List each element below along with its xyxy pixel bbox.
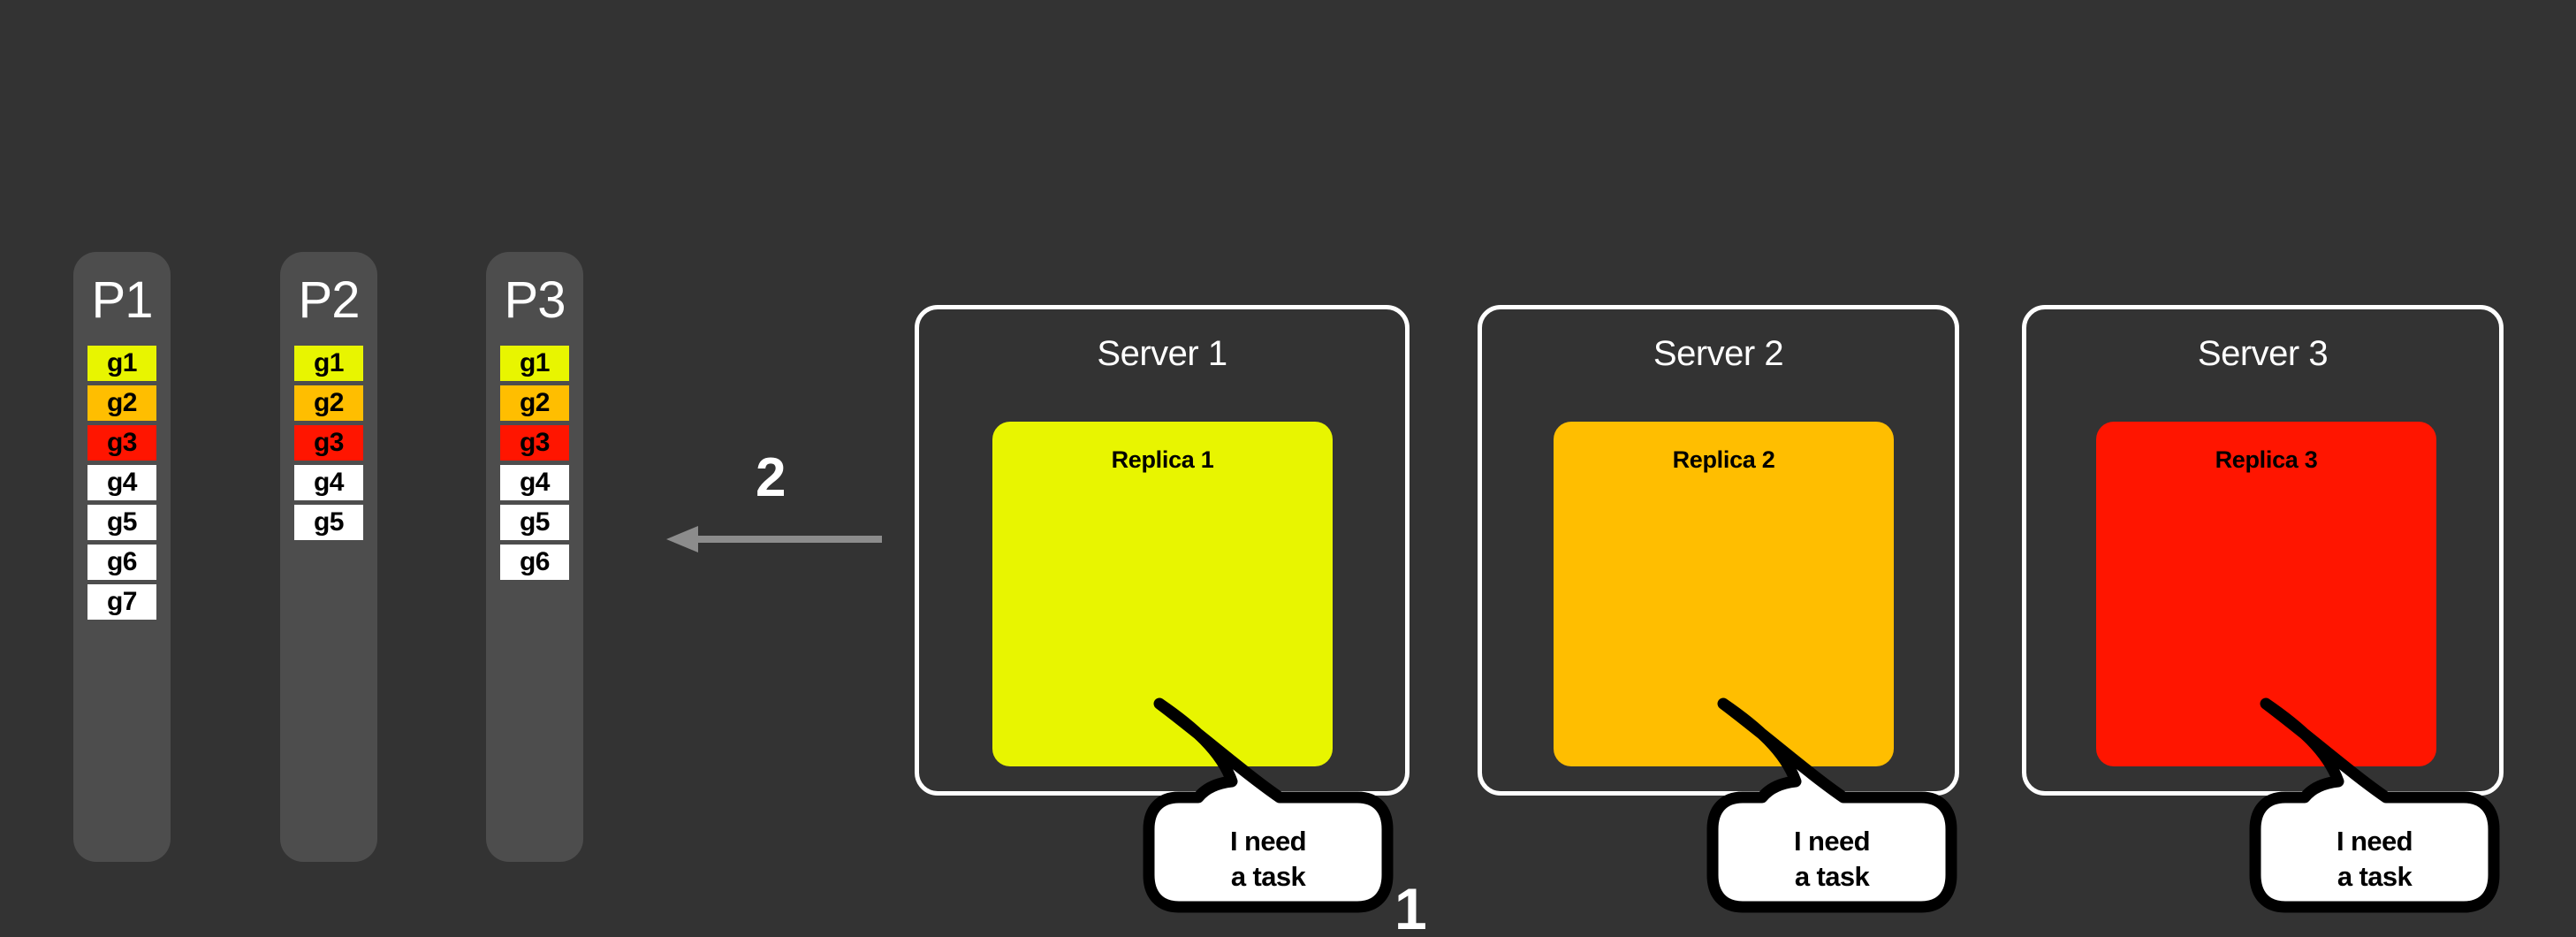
server-title: Server 2 (1653, 334, 1784, 373)
bubble-text: I need a task (2295, 824, 2454, 894)
group-cell: g7 (87, 584, 156, 620)
partition-group-list: g1 g2 g3 g4 g5 (280, 346, 377, 545)
server-frame-1: Server 1 (915, 305, 1410, 796)
group-cell: g2 (87, 385, 156, 421)
group-cell: g3 (87, 425, 156, 461)
step-label-two: 2 (756, 447, 786, 508)
group-cell: g1 (87, 346, 156, 381)
group-cell: g4 (294, 465, 363, 500)
partition-group-list: g1 g2 g3 g4 g5 g6 g7 (73, 346, 171, 624)
group-cell: g1 (500, 346, 569, 381)
step-label-one: 1 (1394, 876, 1427, 937)
replica-label: Replica 1 (1111, 446, 1214, 473)
server-title: Server 1 (1097, 334, 1227, 373)
group-cell: g5 (87, 505, 156, 540)
group-cell: g2 (294, 385, 363, 421)
bubble-line-2: a task (2337, 860, 2413, 892)
replica-label: Replica 3 (2215, 446, 2318, 473)
partition-title: P2 (298, 271, 361, 329)
partition-group-list: g1 g2 g3 g4 g5 g6 (486, 346, 583, 584)
group-cell: g3 (500, 425, 569, 461)
bubble-line-2: a task (1230, 860, 1306, 892)
bubble-line-2: a task (1794, 860, 1870, 892)
group-cell: g5 (294, 505, 363, 540)
server-frame-2: Server 2 (1478, 305, 1959, 796)
partition-column-p2: P2 g1 g2 g3 g4 g5 (280, 252, 377, 862)
group-cell: g6 (500, 545, 569, 580)
bubble-line-1: I need (2337, 826, 2413, 857)
partition-title: P1 (91, 271, 154, 329)
bubble-line-1: I need (1794, 826, 1871, 857)
group-cell: g3 (294, 425, 363, 461)
partition-title: P3 (504, 271, 566, 329)
group-cell: g4 (500, 465, 569, 500)
bubble-text: I need a task (1189, 824, 1348, 894)
replica-label: Replica 2 (1672, 446, 1775, 473)
partition-column-p3: P3 g1 g2 g3 g4 g5 g6 (486, 252, 583, 862)
group-cell: g1 (294, 346, 363, 381)
server-frame-3: Server 3 (2022, 305, 2504, 796)
bubble-line-1: I need (1230, 826, 1307, 857)
group-cell: g2 (500, 385, 569, 421)
group-cell: g4 (87, 465, 156, 500)
bubble-text: I need a task (1752, 824, 1911, 894)
server-title: Server 3 (2197, 334, 2329, 373)
partition-column-p1: P1 g1 g2 g3 g4 g5 g6 g7 (73, 252, 171, 862)
group-cell: g5 (500, 505, 569, 540)
flow-arrow-left (663, 517, 884, 566)
group-cell: g6 (87, 545, 156, 580)
